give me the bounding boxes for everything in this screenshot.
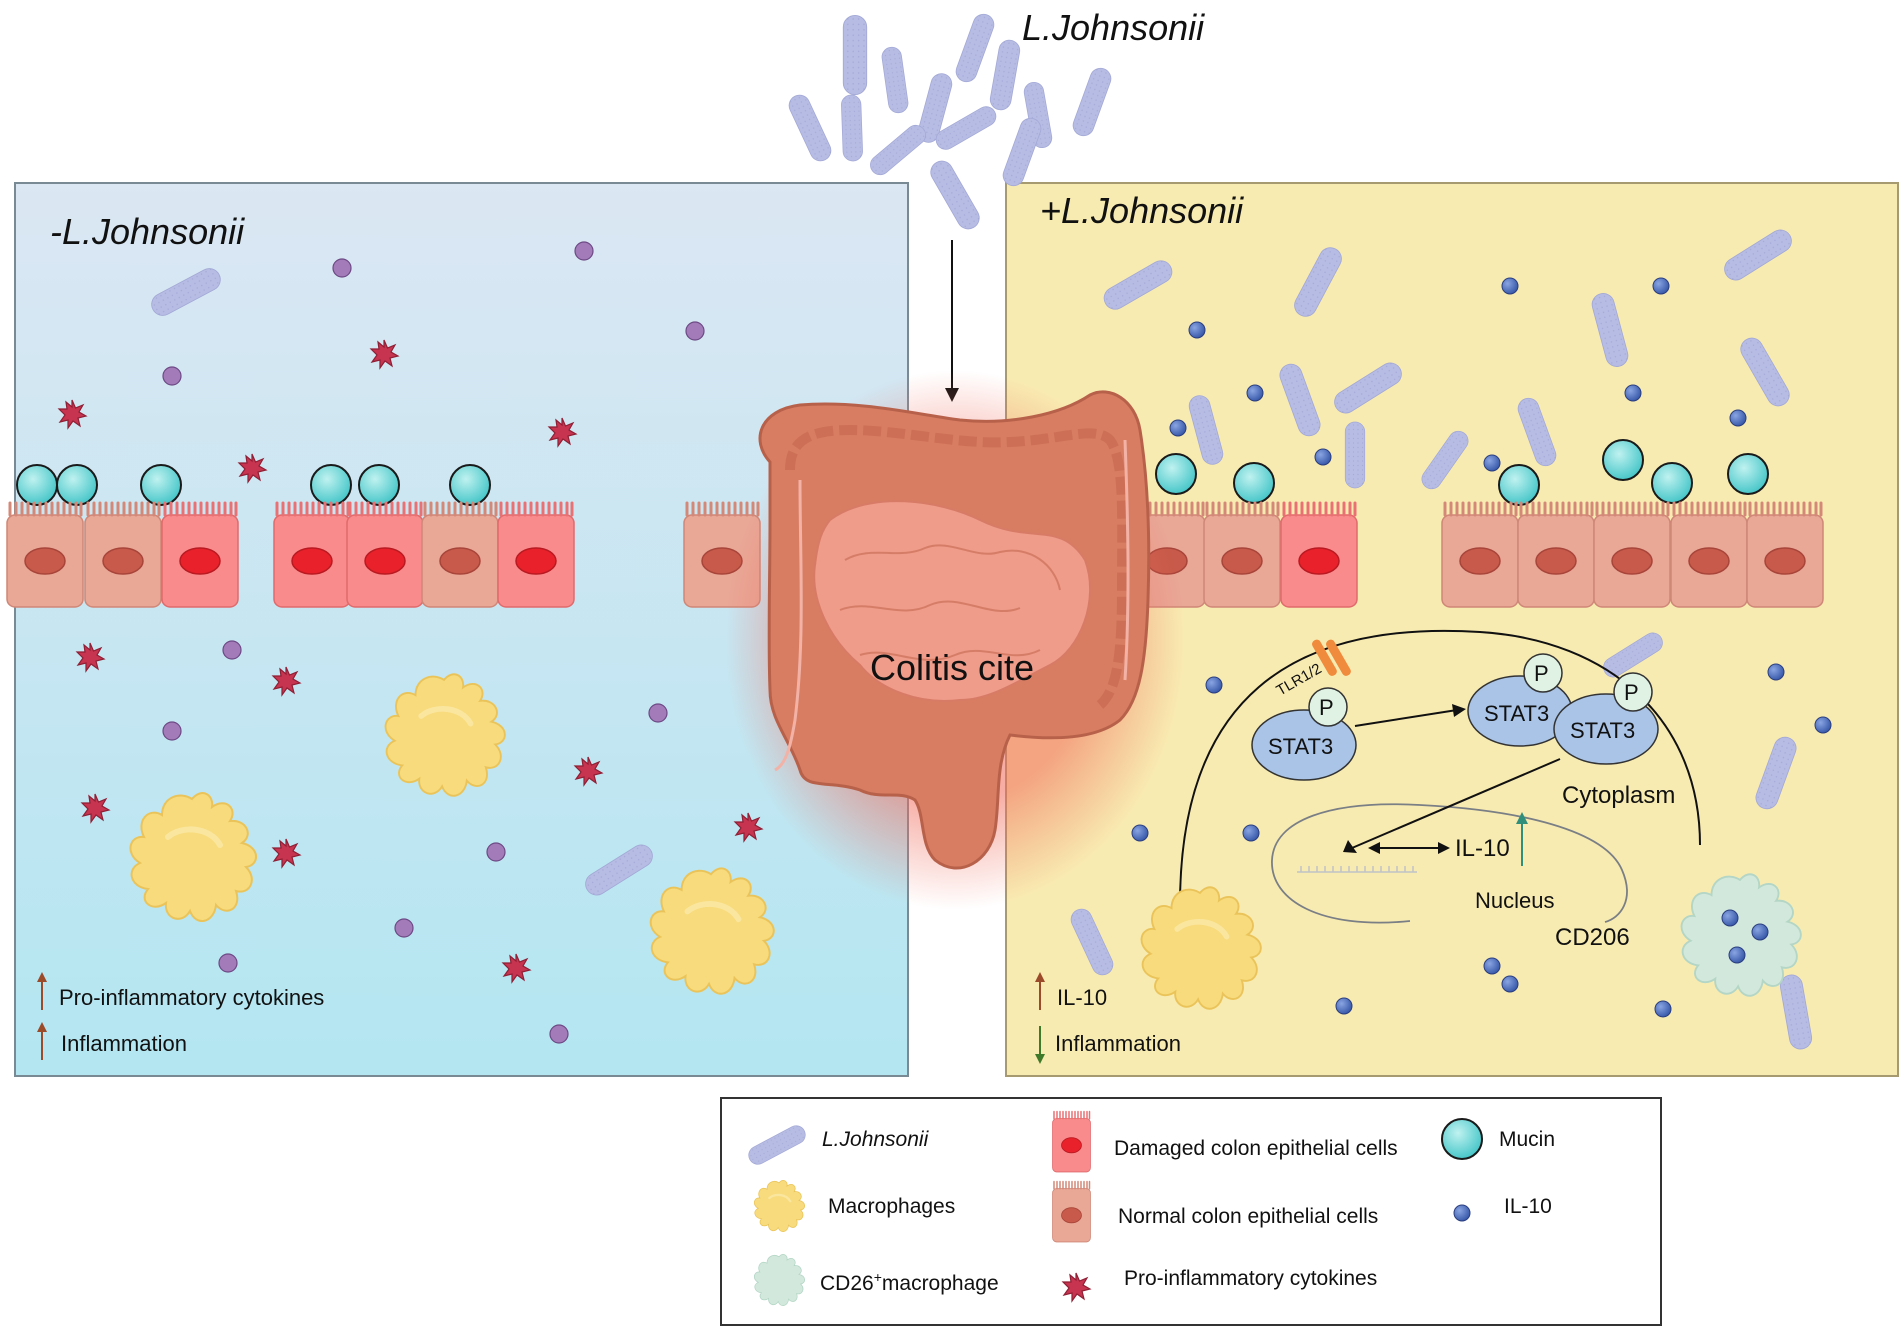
legend-damaged-icon [1051,1110,1092,1173]
indicator-inflammation-right: Inflammation [1055,1031,1181,1056]
legend-il10-label: IL-10 [1504,1195,1552,1218]
legend-damaged-label: Damaged colon epithelial cells [1114,1137,1398,1160]
center-label: Colitis cite [870,647,1034,688]
colon-illustration [725,370,1185,910]
legend-normal-label: Normal colon epithelial cells [1118,1205,1379,1228]
legend-macrophage-icon [753,1179,806,1233]
right-indicators: IL-10 Inflammation [1035,972,1181,1064]
legend-cytokine-icon [1062,1272,1091,1302]
legend: L.Johnsonii Macrophages CD26+macrophage … [720,1097,1662,1326]
legend-normal-icon [1051,1180,1092,1243]
stat3-label-2: STAT3 [1484,701,1549,726]
p-label-1: P [1319,695,1334,720]
indicator-cytokines: Pro-inflammatory cytokines [59,985,324,1010]
nucleus-outline [1271,803,1628,924]
legend-cytokine-label: Pro-inflammatory cytokines [1124,1267,1378,1290]
legend-mucin-icon [1441,1118,1483,1160]
p-label-2: P [1534,661,1549,686]
legend-cd26-icon [753,1254,806,1307]
legend-il10-icon [1453,1204,1471,1222]
indicator-il10: IL-10 [1057,985,1107,1010]
left-panel-title: -L.Johnsonii [50,211,245,252]
dna-strand [1297,866,1417,873]
left-indicators: Pro-inflammatory cytokines Inflammation [37,972,324,1060]
legend-macrophage-label: Macrophages [828,1195,956,1218]
legend-mucin-label: Mucin [1499,1128,1556,1151]
stat3-label-1: STAT3 [1268,734,1333,759]
indicator-inflammation-left: Inflammation [61,1031,187,1056]
legend-bacteria-icon [745,1125,809,1165]
p-label-3: P [1624,680,1639,705]
cd206-label: CD206 [1555,924,1630,951]
top-title: L.Johnsonii [1022,7,1205,48]
right-epithelium [1127,501,1825,609]
il10-nucleus-label: IL-10 [1455,835,1510,862]
signaling-pathway: TLR1/2 P STAT3 P P STAT3 STAT3 Cytoplasm… [1179,629,1701,951]
cytoplasm-label: Cytoplasm [1562,782,1675,809]
stat3-single: P STAT3 [1251,687,1357,781]
nucleus-label: Nucleus [1475,888,1554,913]
legend-cd26-label: CD26+macrophage [820,1269,999,1295]
stat3-dimer: P P STAT3 STAT3 [1467,653,1659,765]
receptor-tlr [1311,639,1351,676]
legend-bacteria-label: L.Johnsonii [822,1128,929,1151]
stat3-label-3: STAT3 [1570,718,1635,743]
right-panel-title: +L.Johnsonii [1040,190,1244,231]
